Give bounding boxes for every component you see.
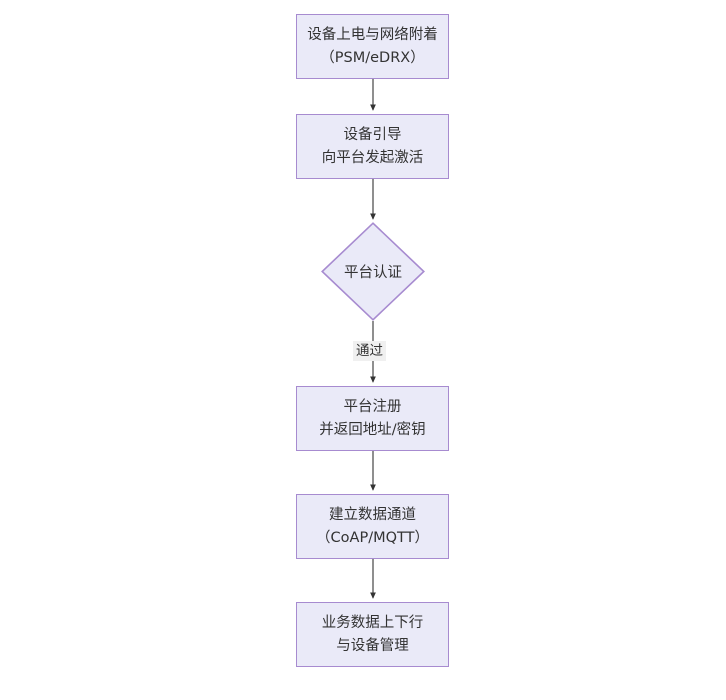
node-bootstrap[interactable]: 设备引导 向平台发起激活 xyxy=(296,114,449,179)
node-bootstrap-line2: 向平台发起激活 xyxy=(321,149,424,166)
node-power-on[interactable]: 设备上电与网络附着 （PSM/eDRX） xyxy=(296,14,449,79)
node-service-data[interactable]: 业务数据上下行 与设备管理 xyxy=(296,602,449,667)
node-platform-register-line2: 并返回地址/密钥 xyxy=(319,421,426,438)
diamond-shape xyxy=(321,222,425,321)
node-service-data-line1: 业务数据上下行 xyxy=(321,615,424,632)
edge-label-pass: 通过 xyxy=(353,341,386,362)
node-service-data-line2: 与设备管理 xyxy=(336,637,409,654)
node-data-channel[interactable]: 建立数据通道 （CoAP/MQTT） xyxy=(296,494,449,559)
node-platform-auth[interactable]: 平台认证 xyxy=(321,222,425,321)
node-data-channel-line2: （CoAP/MQTT） xyxy=(316,529,429,546)
node-platform-register-line1: 平台注册 xyxy=(343,399,402,416)
node-power-on-line1: 设备上电与网络附着 xyxy=(307,27,438,44)
node-platform-register[interactable]: 平台注册 并返回地址/密钥 xyxy=(296,386,449,451)
node-power-on-line2: （PSM/eDRX） xyxy=(320,49,425,66)
node-bootstrap-line1: 设备引导 xyxy=(343,127,402,144)
node-data-channel-line1: 建立数据通道 xyxy=(329,507,416,524)
